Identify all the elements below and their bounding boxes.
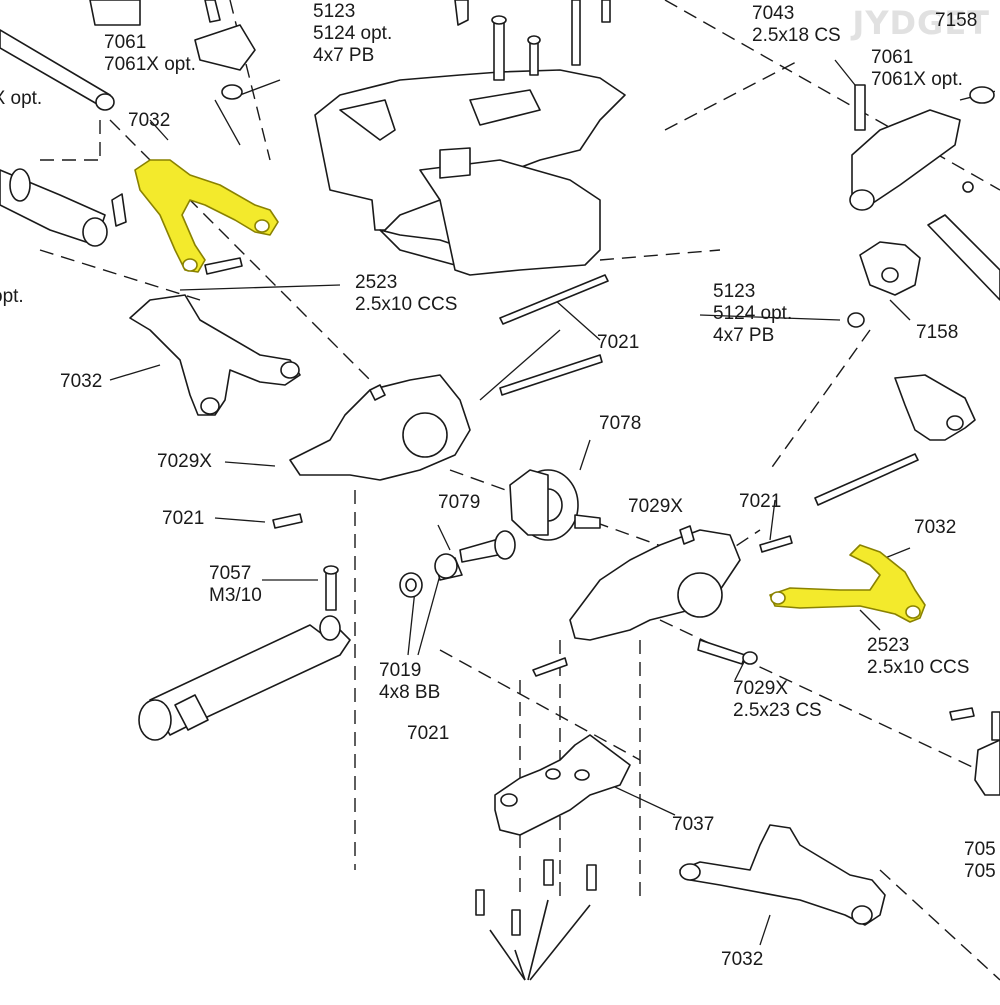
label-7032: 7032 — [128, 110, 170, 132]
label-line: 2.5x18 CS — [752, 25, 841, 46]
label-7079: 7079 — [438, 492, 480, 514]
label-line: 4x8 BB — [379, 682, 441, 703]
label-line: 7032 — [60, 371, 103, 392]
label-line: 7032 — [128, 110, 171, 131]
label-line: 2.5x10 CCS — [867, 657, 970, 678]
label-line: 5124 opt. — [713, 303, 793, 324]
label-line: M3/10 — [209, 585, 262, 606]
label-line: 7158 — [916, 322, 959, 343]
label-line: 7078 — [599, 413, 642, 434]
label-line: 7032 — [914, 517, 957, 538]
watermark-logo: JYDGET — [852, 4, 990, 42]
label-line: 7029X — [157, 451, 212, 472]
label-7037: 7037 — [672, 814, 714, 836]
label-line: 5123 — [313, 1, 356, 22]
label-line: 705 — [964, 839, 996, 860]
label-line: 7032 — [721, 949, 764, 970]
label-7029x: 7029X — [157, 451, 212, 473]
label-7021: 7021 — [597, 332, 639, 354]
label-line: 5124 opt. — [313, 23, 393, 44]
label-7032: 7032 — [60, 371, 102, 393]
label-7021: 7021 — [739, 491, 781, 513]
label-line: 7061X opt. — [104, 54, 196, 75]
label-7029x: 7029X — [628, 496, 683, 518]
label-line: 7037 — [672, 814, 715, 835]
label-line: 7029X — [733, 678, 788, 699]
arm-7032-top-highlight — [134, 159, 279, 273]
label-line: 705 — [964, 861, 996, 882]
label-line: opt. — [0, 286, 24, 307]
label-7021: 7021 — [162, 508, 204, 530]
arm-7032-right-highlight — [769, 544, 926, 623]
label-line: 7061 — [871, 47, 914, 68]
diagram-parts — [0, 0, 1000, 981]
label-opt: opt. — [0, 286, 24, 308]
label-line: 7019 — [379, 660, 422, 681]
label-line: 7021 — [739, 491, 782, 512]
label-line: 4x7 PB — [713, 325, 775, 346]
label-line: 7057 — [209, 563, 252, 584]
label-line: 8 — [0, 66, 42, 88]
label-line: 5123 — [713, 281, 756, 302]
label-line: 7021 — [407, 723, 450, 744]
label-line: 2.5x23 CS — [733, 700, 822, 721]
label-line: 7079 — [438, 492, 481, 513]
label-line: 2523 — [355, 272, 398, 293]
label-8x: 88X opt. — [0, 66, 42, 110]
label-line: 7061X opt. — [871, 69, 963, 90]
label-7032: 7032 — [914, 517, 956, 539]
label-7021: 7021 — [407, 723, 449, 745]
highlighted-arms — [134, 159, 926, 623]
label-7158: 7158 — [916, 322, 958, 344]
label-line: 2523 — [867, 635, 910, 656]
label-7078: 7078 — [599, 413, 641, 435]
label-line: 7158 — [935, 10, 978, 31]
label-line: 4x7 PB — [313, 45, 375, 66]
label-7032: 7032 — [721, 949, 763, 971]
label-line: 8X opt. — [0, 88, 43, 109]
label-line: 7021 — [597, 332, 640, 353]
label-line: 7061 — [104, 32, 147, 53]
label-7158: 7158 — [935, 10, 977, 32]
label-line: 2.5x10 CCS — [355, 294, 458, 315]
label-line: 7021 — [162, 508, 205, 529]
label-line: 7029X — [628, 496, 683, 517]
label-line: 7043 — [752, 3, 795, 24]
assembly-guide-lines — [39, 0, 1000, 981]
